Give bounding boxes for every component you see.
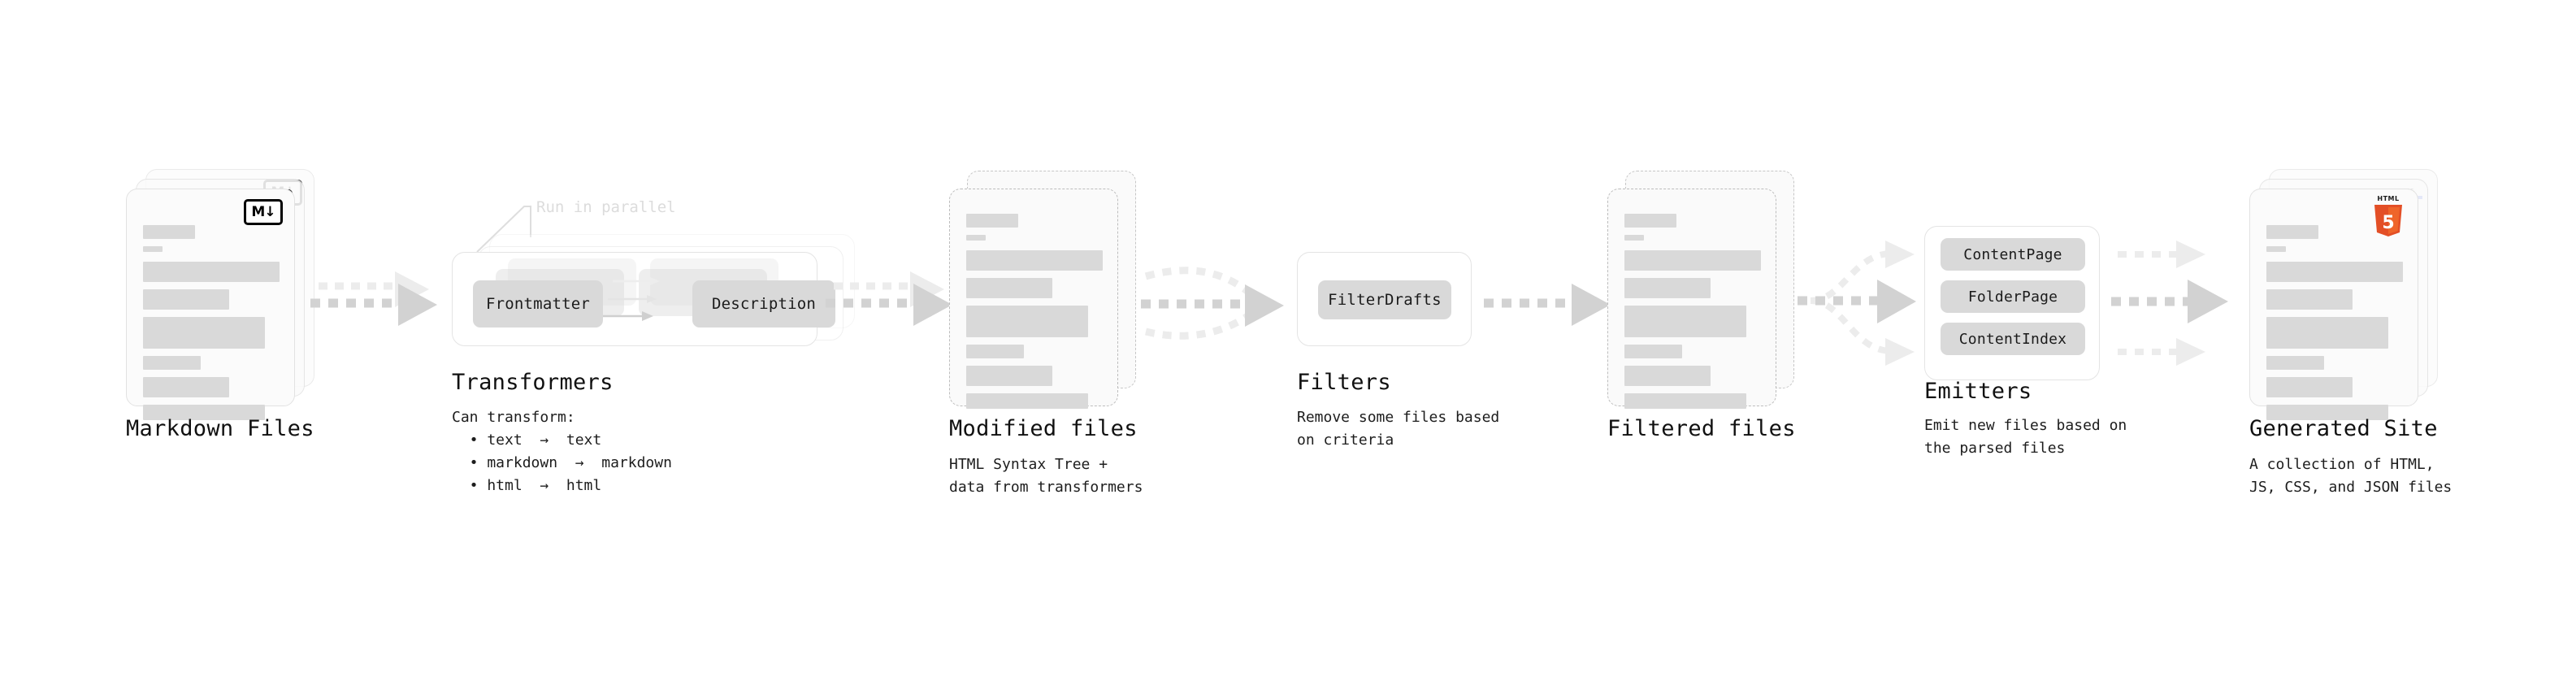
skeleton-bar — [966, 393, 1088, 409]
skeleton-bar — [1624, 345, 1682, 358]
skeleton-bar — [2266, 262, 2403, 282]
skeleton-bar — [1624, 250, 1761, 271]
markdown-file-stack: M↓ M↓ M↓ — [126, 169, 314, 426]
skeleton-bar — [2266, 225, 2318, 239]
emitter-pill-label: ContentIndex — [1958, 330, 2067, 348]
skeleton-bar — [966, 250, 1103, 271]
skeleton-bar — [143, 246, 163, 252]
skeleton-bar — [1624, 235, 1644, 241]
skeleton-bar — [966, 235, 986, 241]
emitter-pill-label: FolderPage — [1967, 288, 2058, 306]
skeleton-bar — [1624, 393, 1746, 409]
skeleton-bar — [143, 317, 265, 349]
markdown-icon: M↓ — [244, 199, 283, 225]
document-skeleton — [1624, 214, 1761, 416]
transformer-internal-arrows — [600, 277, 660, 321]
skeleton-bar — [2266, 356, 2324, 370]
generated-site-stack: CSS HTML 5 — [2249, 169, 2438, 426]
stage-title-transformers: Transformers — [452, 370, 614, 395]
skeleton-bar — [143, 377, 229, 397]
skeleton-bar — [143, 262, 280, 282]
emitter-pill-label: ContentPage — [1963, 245, 2062, 263]
stage-filtered-files — [1607, 171, 1796, 426]
html5-icon-label: HTML — [2377, 195, 2400, 202]
stage-title-generated-site: Generated Site — [2249, 416, 2438, 441]
modified-file-card-front — [949, 189, 1118, 409]
skeleton-bar — [143, 405, 265, 420]
document-skeleton — [2266, 225, 2403, 427]
skeleton-bar — [966, 366, 1052, 386]
modified-file-stack — [949, 171, 1138, 426]
markdown-file-card-front: M↓ — [126, 189, 295, 420]
skeleton-bar — [143, 289, 229, 310]
arrow-filtered-to-emitters — [1798, 241, 1916, 366]
skeleton-bar — [966, 214, 1018, 228]
skeleton-bar — [2266, 317, 2388, 349]
skeleton-bar — [966, 278, 1052, 298]
arrow-filters-to-filtered — [1484, 284, 1611, 326]
stage-generated-site: CSS HTML 5 — [2249, 169, 2438, 426]
transformer-pill-description[interactable]: Description — [692, 280, 835, 327]
skeleton-bar — [2266, 246, 2286, 252]
skeleton-bar — [143, 356, 201, 370]
stage-title-filters: Filters — [1297, 370, 1391, 395]
filtered-file-card-front — [1607, 189, 1776, 409]
filtered-file-stack — [1607, 171, 1796, 426]
document-skeleton — [143, 225, 280, 427]
transformer-pill-label: Description — [711, 295, 817, 313]
stage-title-modified-files: Modified files — [949, 416, 1138, 441]
skeleton-bar — [2266, 377, 2353, 397]
stage-markdown-files: M↓ M↓ M↓ — [126, 169, 314, 426]
arrow-markdown-to-transformers — [310, 271, 437, 326]
run-in-parallel-note: Run in parallel — [536, 198, 676, 216]
arrow-transformers-to-modified — [826, 271, 952, 326]
skeleton-bar — [966, 306, 1088, 337]
stage-title-filtered-files: Filtered files — [1607, 416, 1796, 441]
parallel-leader-line — [476, 206, 531, 253]
skeleton-bar — [1624, 278, 1711, 298]
generated-file-card-html: HTML 5 — [2249, 189, 2418, 420]
html5-icon: HTML 5 — [2370, 196, 2406, 236]
filter-pill-filterdrafts[interactable]: FilterDrafts — [1318, 280, 1451, 319]
skeleton-bar — [1624, 366, 1711, 386]
skeleton-bar — [966, 345, 1024, 358]
skeleton-bar — [2266, 405, 2388, 420]
stage-caption-generated-site: A collection of HTML, JS, CSS, and JSON … — [2249, 456, 2452, 496]
emitter-pill-contentpage[interactable]: ContentPage — [1941, 238, 2085, 271]
stage-modified-files — [949, 171, 1138, 426]
arrow-emitters-to-site — [2111, 241, 2228, 366]
stage-title-emitters: Emitters — [1924, 379, 2032, 404]
skeleton-bar — [2266, 289, 2353, 310]
stage-caption-emitters: Emit new files based on the parsed files — [1924, 417, 2127, 457]
transformer-pill-frontmatter[interactable]: Frontmatter — [473, 280, 603, 327]
svg-text:5: 5 — [2382, 213, 2394, 233]
document-skeleton — [966, 214, 1103, 416]
skeleton-bar — [143, 225, 195, 239]
arrow-modified-to-filters — [1141, 267, 1284, 340]
stage-caption-modified-files: HTML Syntax Tree + data from transformer… — [949, 456, 1143, 496]
filter-pill-label: FilterDrafts — [1328, 291, 1442, 309]
skeleton-bar — [1624, 214, 1676, 228]
stage-caption-transformers: Can transform: • text → text • markdown … — [452, 409, 672, 494]
stage-caption-filters: Remove some files based on criteria — [1297, 409, 1500, 449]
emitter-pill-contentindex[interactable]: ContentIndex — [1941, 323, 2085, 355]
stage-title-markdown-files: Markdown Files — [126, 416, 314, 441]
emitter-pill-folderpage[interactable]: FolderPage — [1941, 280, 2085, 313]
transformer-pill-label: Frontmatter — [485, 295, 591, 313]
skeleton-bar — [1624, 306, 1746, 337]
